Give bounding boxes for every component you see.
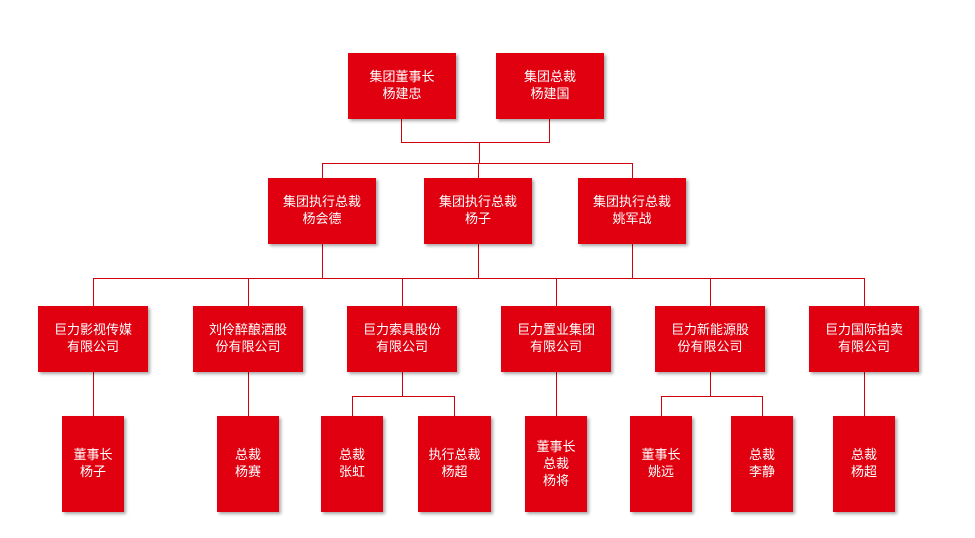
org-node-mgr-energy-1: 董事长姚远 xyxy=(630,416,692,512)
org-node-text: 姚军战 xyxy=(612,212,652,227)
connector-line xyxy=(93,278,864,279)
connector-line xyxy=(549,119,550,142)
org-node-exec-1: 集团执行总裁杨会德 xyxy=(268,178,376,244)
org-node-chairman: 集团董事长杨建忠 xyxy=(348,53,456,119)
org-node-co-energy: 巨力新能源股份有限公司 xyxy=(655,306,765,372)
org-node-text: 杨赛 xyxy=(234,465,261,480)
org-node-text: 刘伶醉酿酒股 xyxy=(208,323,287,338)
connector-line xyxy=(454,396,455,416)
org-node-text: 巨力新能源股 xyxy=(670,323,749,338)
org-node-mgr-rigging-1: 总裁张虹 xyxy=(321,416,383,512)
org-node-text: 杨建国 xyxy=(530,87,570,102)
connector-line xyxy=(402,278,403,306)
org-node-text: 总裁 xyxy=(338,448,365,463)
connector-line xyxy=(864,278,865,306)
org-node-text: 巨力影视传媒 xyxy=(53,323,132,338)
org-node-text: 有限公司 xyxy=(375,340,428,355)
org-node-text: 姚远 xyxy=(647,465,674,480)
org-node-mgr-rigging-2: 执行总裁杨超 xyxy=(418,416,491,512)
connector-line xyxy=(478,244,479,278)
org-node-text: 董事长 xyxy=(536,439,576,455)
connector-line xyxy=(402,372,403,396)
org-node-text: 总裁 xyxy=(850,448,877,463)
connector-line xyxy=(632,244,633,278)
org-node-text: 张虹 xyxy=(338,465,365,480)
connector-line xyxy=(401,119,402,142)
org-node-exec-3: 集团执行总裁姚军战 xyxy=(578,178,686,244)
org-node-text: 份有限公司 xyxy=(677,340,743,355)
connector-line xyxy=(322,244,323,278)
org-node-co-liquor: 刘伶醉酿酒股份有限公司 xyxy=(193,306,303,372)
connector-line xyxy=(248,278,249,306)
connector-line xyxy=(710,278,711,306)
org-node-mgr-auction: 总裁杨超 xyxy=(833,416,895,512)
connector-line xyxy=(556,372,557,416)
connector-line xyxy=(352,396,353,416)
org-node-text: 有限公司 xyxy=(837,340,890,355)
org-node-mgr-film: 董事长杨子 xyxy=(62,416,124,512)
connector-line xyxy=(93,372,94,416)
connector-line xyxy=(479,142,480,163)
org-node-text: 集团执行总裁 xyxy=(438,195,517,210)
org-node-mgr-energy-2: 总裁李静 xyxy=(731,416,793,512)
org-node-text: 杨子 xyxy=(464,212,491,227)
org-node-text: 李静 xyxy=(748,465,775,480)
org-node-mgr-liquor: 总裁杨赛 xyxy=(217,416,279,512)
org-node-text: 董事长 xyxy=(73,448,113,463)
org-node-text: 集团董事长 xyxy=(369,70,435,85)
org-node-text: 总裁 xyxy=(542,456,569,472)
org-node-text: 集团执行总裁 xyxy=(282,195,361,210)
org-node-text: 巨力置业集团 xyxy=(516,323,595,338)
org-node-text: 杨建忠 xyxy=(382,87,422,102)
org-node-text: 巨力索具股份 xyxy=(362,323,441,338)
connector-line xyxy=(864,372,865,416)
org-node-president: 集团总裁杨建国 xyxy=(496,53,604,119)
connector-line xyxy=(556,278,557,306)
connector-line xyxy=(478,163,479,178)
org-node-text: 杨会德 xyxy=(302,212,342,227)
connector-line xyxy=(352,396,455,397)
org-node-text: 杨超 xyxy=(850,465,877,480)
org-node-text: 巨力国际拍卖 xyxy=(824,323,903,338)
org-node-text: 有限公司 xyxy=(66,340,119,355)
connector-line xyxy=(322,163,632,164)
connector-line xyxy=(248,372,249,416)
connector-line xyxy=(661,396,763,397)
org-node-co-auction: 巨力国际拍卖有限公司 xyxy=(809,306,919,372)
org-node-text: 杨将 xyxy=(542,473,569,489)
org-node-text: 董事长 xyxy=(641,448,681,463)
connector-line xyxy=(762,396,763,416)
org-node-text: 杨超 xyxy=(441,465,468,480)
org-node-text: 份有限公司 xyxy=(215,340,281,355)
org-node-text: 集团执行总裁 xyxy=(592,195,671,210)
org-node-co-realestate: 巨力置业集团有限公司 xyxy=(501,306,611,372)
org-node-co-rigging: 巨力索具股份有限公司 xyxy=(347,306,457,372)
org-node-co-film: 巨力影视传媒有限公司 xyxy=(38,306,148,372)
connector-line xyxy=(710,372,711,396)
connector-line xyxy=(661,396,662,416)
connector-line xyxy=(401,142,550,143)
org-node-text: 有限公司 xyxy=(529,340,582,355)
org-node-text: 总裁 xyxy=(234,448,261,463)
org-node-text: 集团总裁 xyxy=(523,70,576,85)
org-node-mgr-realestate: 董事长总裁杨将 xyxy=(525,416,587,512)
connector-line xyxy=(632,163,633,178)
connector-line xyxy=(322,163,323,178)
org-node-text: 总裁 xyxy=(748,448,775,463)
connector-line xyxy=(93,278,94,306)
org-node-text: 执行总裁 xyxy=(428,448,481,463)
org-node-text: 杨子 xyxy=(79,465,106,480)
org-node-exec-2: 集团执行总裁杨子 xyxy=(424,178,532,244)
